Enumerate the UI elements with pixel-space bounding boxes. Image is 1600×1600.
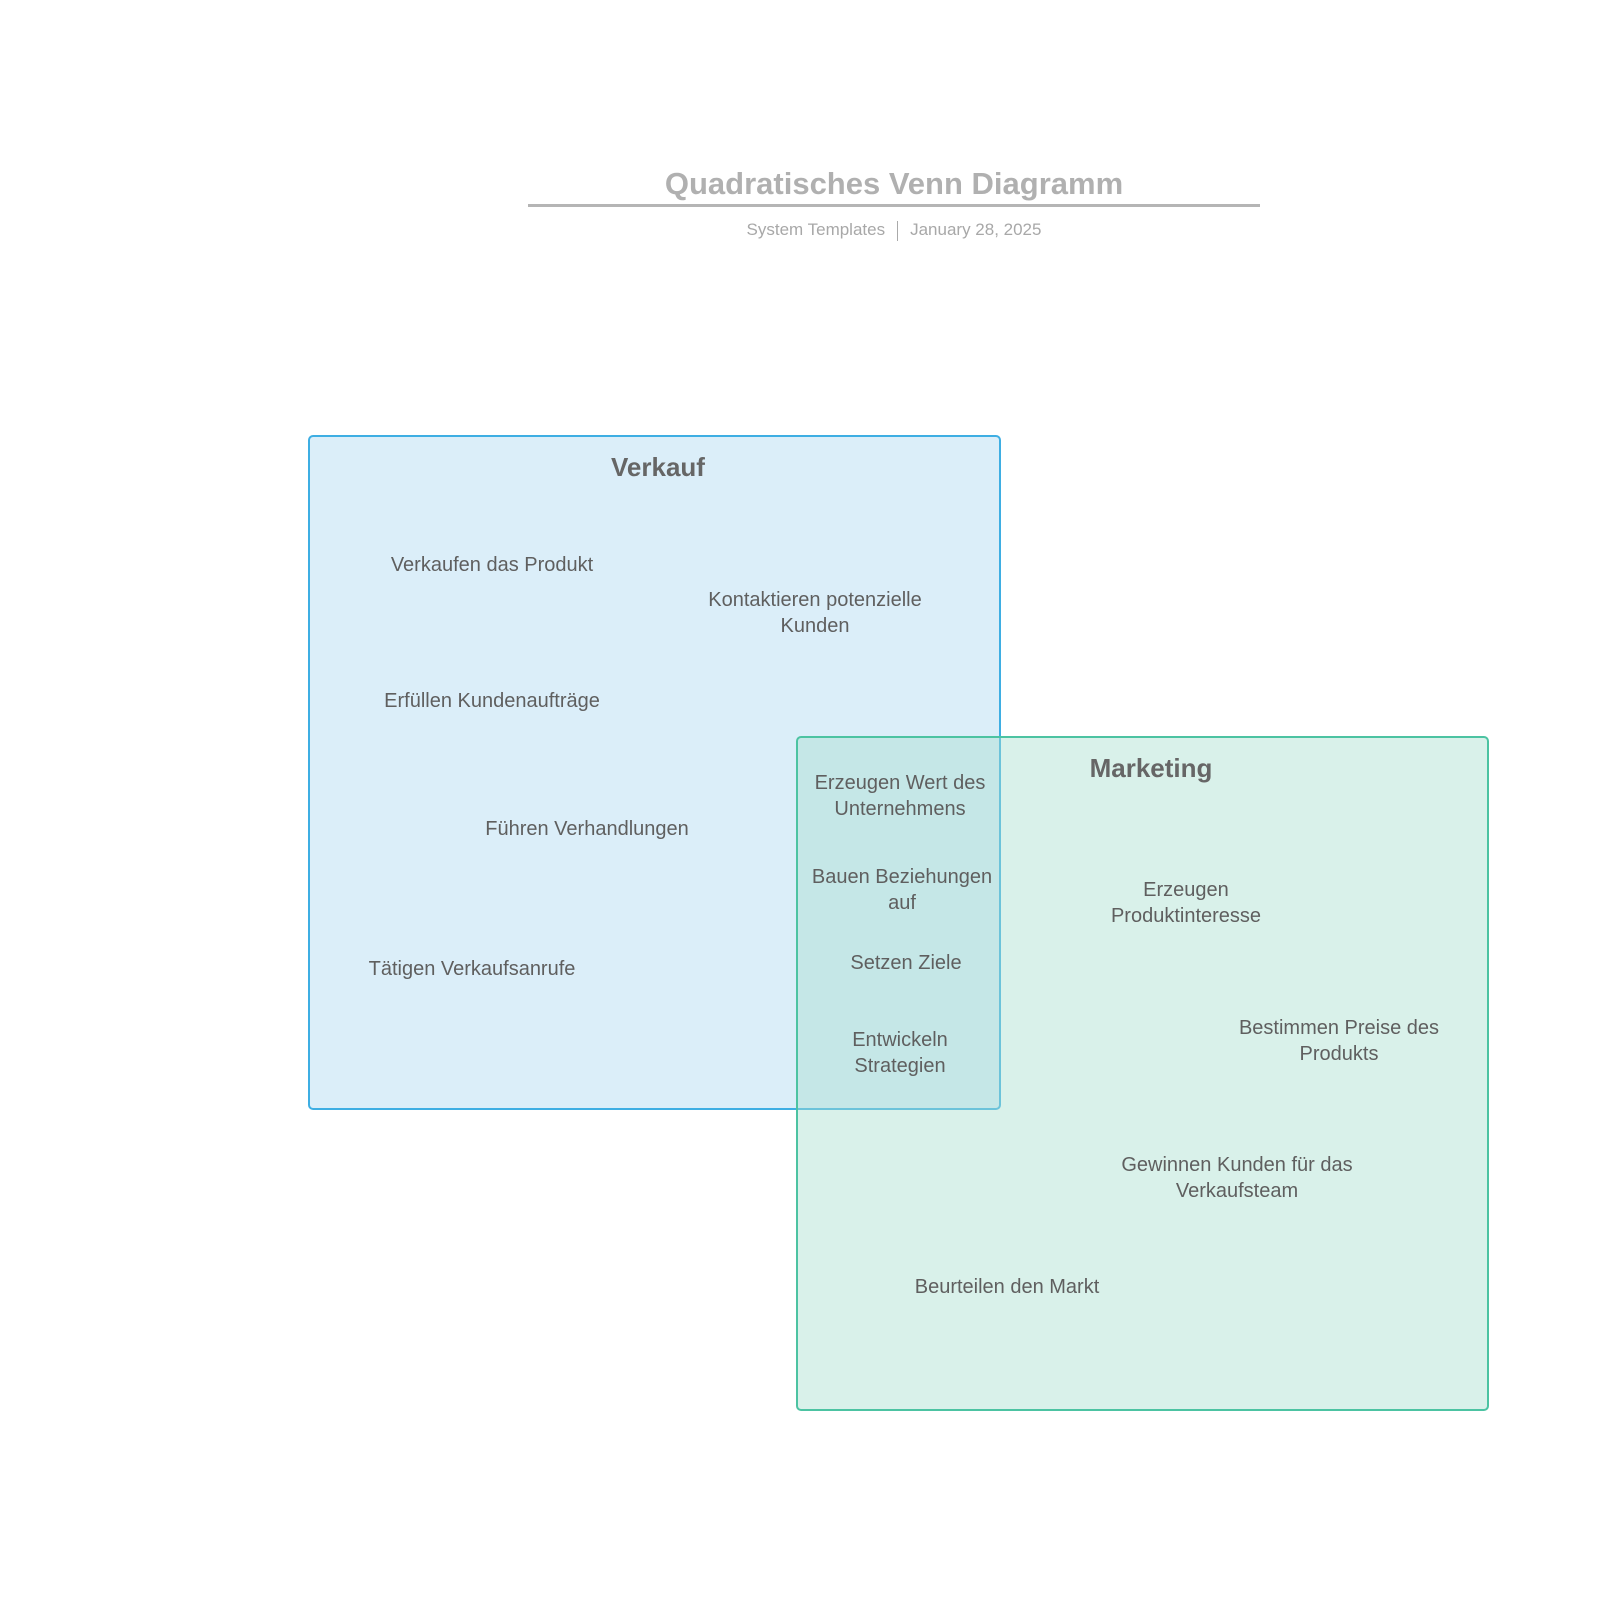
- set-marketing-box[interactable]: [796, 736, 1489, 1411]
- overlap-item: Setzen Ziele: [850, 952, 962, 974]
- author: System Templates: [746, 220, 886, 239]
- set-verkauf-box[interactable]: [308, 435, 1001, 1110]
- list-item: Verkaufen das Produkt: [390, 554, 594, 576]
- list-item: Gewinnen Kunden für das Verkaufsteam: [1121, 1154, 1353, 1202]
- overlap-item: Erzeugen Wert des Unternehmens: [814, 772, 986, 820]
- date: January 28, 2025: [910, 220, 1042, 239]
- diagram-meta: System Templates January 28, 2025: [528, 220, 1260, 241]
- overlap-item: Entwickeln Strategien: [852, 1029, 948, 1077]
- list-item: Kontaktieren potenzielle Kunden: [708, 589, 922, 637]
- list-item: Beurteilen den Markt: [914, 1276, 1100, 1298]
- set-verkauf-label: Verkauf: [611, 452, 705, 482]
- set-marketing-label: Marketing: [1089, 753, 1213, 783]
- list-item: Tätigen Verkaufsanrufe: [368, 958, 576, 980]
- meta-separator: [897, 220, 899, 241]
- title-underline: [528, 204, 1260, 207]
- list-item: Führen Verhandlungen: [485, 818, 689, 840]
- list-item: Bestimmen Preise des Produkts: [1238, 1017, 1440, 1065]
- list-item: Erzeugen Produktinteresse: [1110, 879, 1262, 927]
- diagram-title: Quadratisches Venn Diagramm: [664, 166, 1124, 201]
- list-item: Erfüllen Kundenaufträge: [384, 690, 600, 712]
- overlap-item: Bauen Beziehungen auf: [811, 866, 993, 914]
